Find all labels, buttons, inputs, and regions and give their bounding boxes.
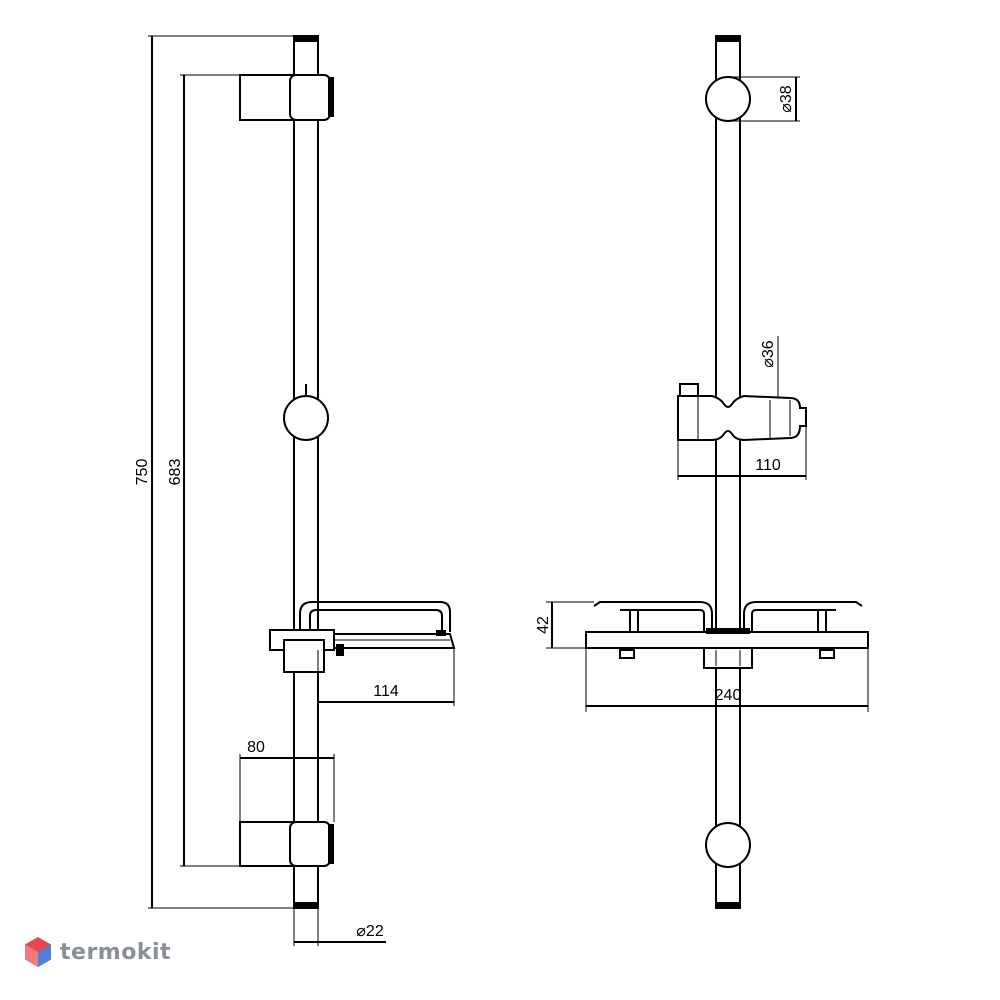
dim-240-label: 240 [715, 687, 742, 704]
front-holder [677, 383, 807, 442]
dim-80: 80 [239, 739, 335, 822]
dim-38: ⌀38 [728, 76, 800, 122]
watermark: termokit [24, 936, 171, 968]
watermark-text: termokit [60, 939, 172, 965]
dim-114: 114 [317, 648, 455, 706]
dim-683-label: 683 [167, 459, 184, 486]
dim-80-label: 80 [247, 739, 265, 756]
front-soap-tray [585, 601, 869, 669]
dim-750-label: 750 [134, 459, 151, 486]
side-holder-knob [283, 384, 329, 441]
dim-36: ⌀36 [760, 336, 779, 398]
dim-42-label: 42 [535, 616, 552, 634]
dim-750: 750 [134, 35, 294, 909]
dim-240: 240 [585, 648, 869, 712]
front-bottom-bracket [705, 822, 751, 868]
side-top-bracket [239, 74, 334, 121]
dim-22: ⌀22 [293, 908, 386, 946]
termokit-logo-icon [25, 937, 51, 967]
dim-22-label: ⌀22 [356, 923, 384, 940]
dim-38-label: ⌀38 [778, 85, 795, 113]
dim-36-label: ⌀36 [760, 340, 777, 368]
dim-114-label: 114 [373, 683, 399, 700]
front-view: ⌀38 ⌀36 110 42 240 [535, 35, 869, 909]
dim-683: 683 [167, 74, 240, 867]
side-view: 750 683 114 80 ⌀22 [134, 35, 456, 946]
front-rail [715, 35, 741, 909]
dim-110: 110 [677, 426, 807, 480]
side-bottom-bracket [239, 821, 334, 867]
dim-110-label: 110 [755, 457, 781, 474]
front-top-bracket [705, 76, 751, 122]
side-rail [293, 35, 319, 909]
dim-42: 42 [535, 601, 594, 649]
